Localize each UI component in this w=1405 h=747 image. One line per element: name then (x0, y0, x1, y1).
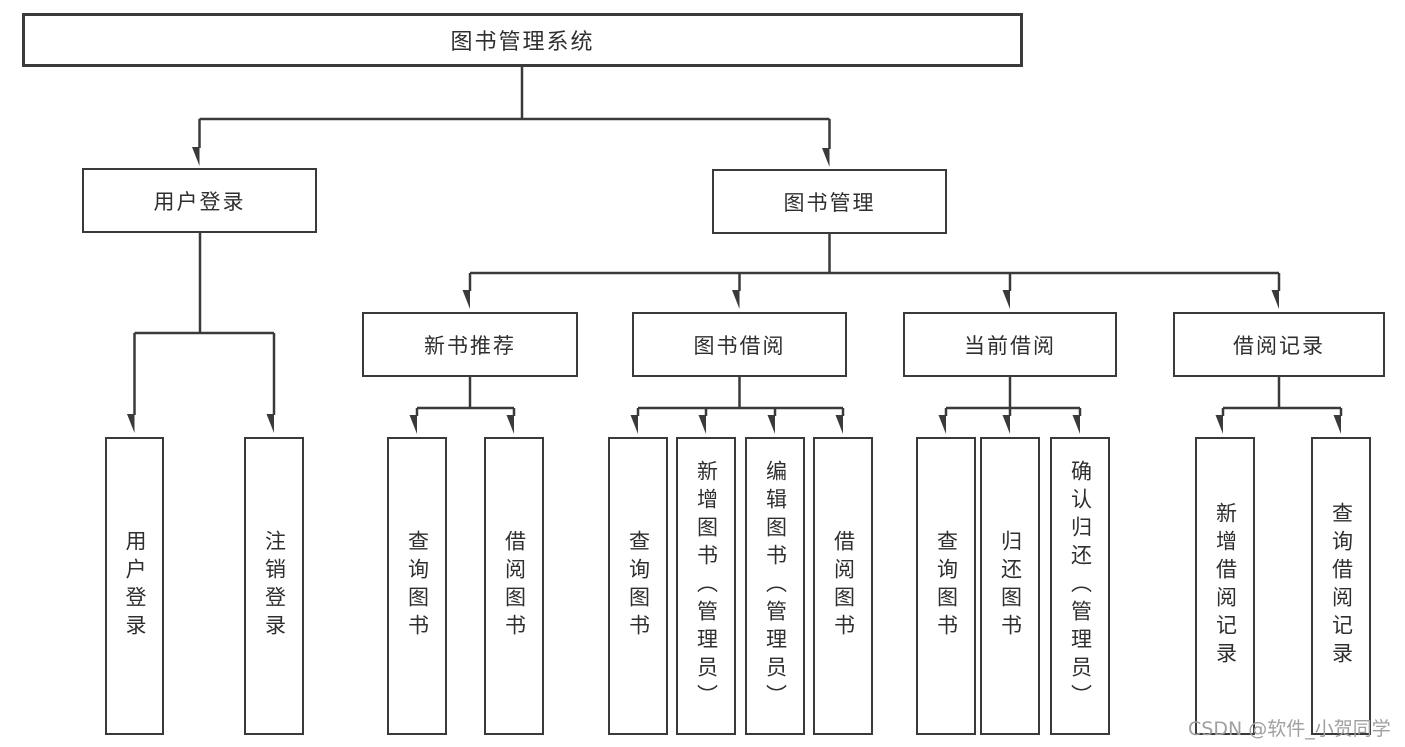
leaf-search-books-current: 查询图书 (916, 437, 976, 735)
node-label: 确认归还（管理员） (1068, 460, 1093, 712)
leaf-borrow-books: 借阅图书 (813, 437, 873, 735)
node-book-borrowing: 图书借阅 (632, 312, 847, 377)
node-label: 归还图书 (998, 530, 1023, 642)
leaf-add-book-admin: 新增图书（管理员） (676, 437, 736, 735)
node-current-borrowing: 当前借阅 (903, 312, 1117, 377)
leaf-logout: 注销登录 (244, 437, 304, 735)
csdn-watermark: CSDN @软件_小贺同学 (1188, 718, 1391, 740)
node-label: 图书管理 (783, 190, 876, 215)
leaf-add-borrow-record: 新增借阅记录 (1195, 437, 1255, 735)
leaf-confirm-return-admin: 确认归还（管理员） (1050, 437, 1110, 735)
leaf-return-book: 归还图书 (980, 437, 1040, 735)
leaf-search-borrow-record: 查询借阅记录 (1311, 437, 1371, 735)
node-label: 当前借阅 (964, 333, 1056, 358)
leaf-search-books-borrow: 查询图书 (608, 437, 668, 735)
node-label: 借阅图书 (502, 530, 527, 642)
node-user-login: 用户登录 (82, 168, 317, 233)
node-label: 用户登录 (153, 189, 246, 214)
node-borrowing-records: 借阅记录 (1173, 312, 1385, 377)
node-new-book-recommendation: 新书推荐 (362, 312, 578, 377)
node-book-management: 图书管理 (712, 169, 947, 234)
leaf-search-books-recommend: 查询图书 (387, 437, 447, 735)
leaf-user-login: 用户登录 (105, 437, 164, 735)
connector-user-login-to-leaves (135, 233, 276, 415)
connector-book-mgmt-to-level3 (470, 234, 1281, 291)
connector-records-to-leaves (1223, 377, 1343, 416)
node-library-management-system: 图书管理系统 (22, 13, 1023, 67)
node-label: 图书管理系统 (450, 30, 595, 55)
leaf-edit-book-admin: 编辑图书（管理员） (745, 437, 805, 735)
node-label: 用户登录 (123, 530, 147, 642)
node-label: 新增图书（管理员） (694, 460, 719, 712)
node-label: 图书借阅 (693, 333, 786, 358)
connector-book-borrow-to-leaves (638, 377, 845, 416)
node-label: 查询图书 (934, 530, 959, 642)
node-label: 新增借阅记录 (1213, 502, 1238, 670)
node-label: 查询图书 (405, 530, 430, 642)
node-label: 新书推荐 (424, 333, 516, 358)
leaf-borrow-books-recommend: 借阅图书 (484, 437, 544, 735)
node-label: 编辑图书（管理员） (763, 460, 788, 712)
node-label: 查询图书 (626, 530, 651, 642)
node-label: 借阅图书 (831, 530, 856, 642)
node-label: 借阅记录 (1233, 333, 1325, 358)
connector-current-borrow-to-leaves (946, 377, 1082, 416)
node-label: 注销登录 (262, 530, 287, 642)
connector-new-book-to-leaves (417, 377, 516, 416)
connector-root-to-level2 (200, 67, 831, 149)
node-label: 查询借阅记录 (1329, 502, 1354, 670)
